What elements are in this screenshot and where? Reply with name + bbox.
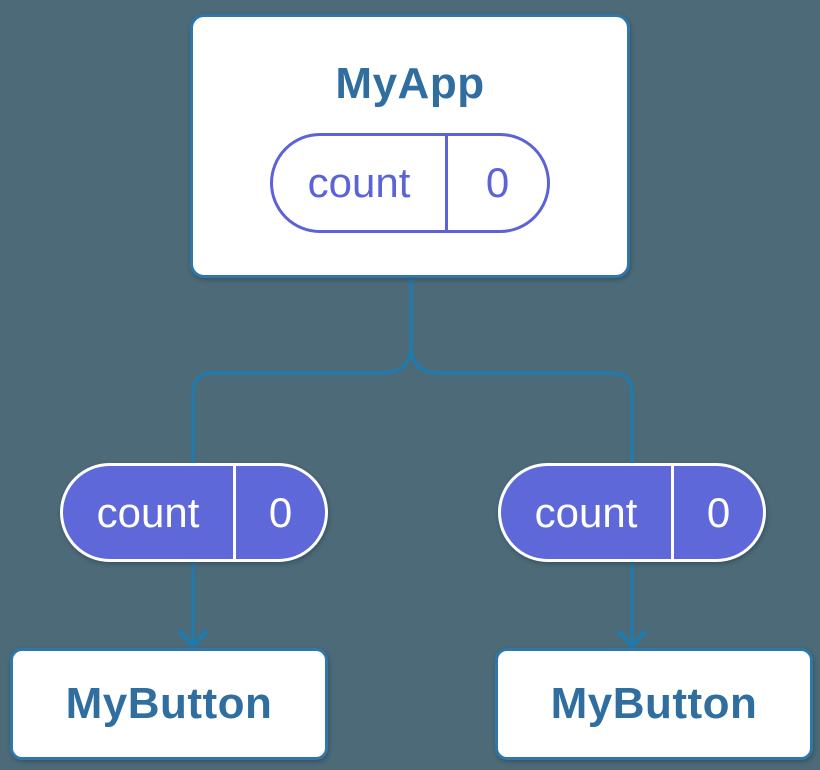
connector-root-to-left-child [191, 276, 413, 645]
arrow-down-left-icon [177, 629, 209, 649]
state-name: count [534, 488, 638, 536]
pill-divider [233, 466, 236, 559]
state-pill-right-child: count 0 [498, 463, 766, 562]
state-pill-myapp: count 0 [270, 133, 550, 233]
node-mybutton-left-title: MyButton [65, 679, 273, 728]
state-name: count [96, 488, 200, 536]
node-myapp-title: MyApp [335, 59, 485, 108]
state-value: 0 [268, 488, 293, 536]
node-mybutton-left: MyButton [10, 648, 328, 760]
node-myapp: MyApp count 0 [190, 14, 630, 278]
arrow-down-right-icon [616, 629, 648, 649]
pill-divider [445, 136, 448, 230]
connector-root-to-right-child [409, 343, 634, 645]
state-value: 0 [706, 488, 731, 536]
pill-divider [671, 466, 674, 559]
state-value: 0 [485, 159, 510, 206]
node-mybutton-right: MyButton [495, 648, 813, 760]
state-name: count [307, 159, 411, 206]
node-mybutton-right-title: MyButton [550, 679, 758, 728]
state-pill-left-child: count 0 [60, 463, 328, 562]
